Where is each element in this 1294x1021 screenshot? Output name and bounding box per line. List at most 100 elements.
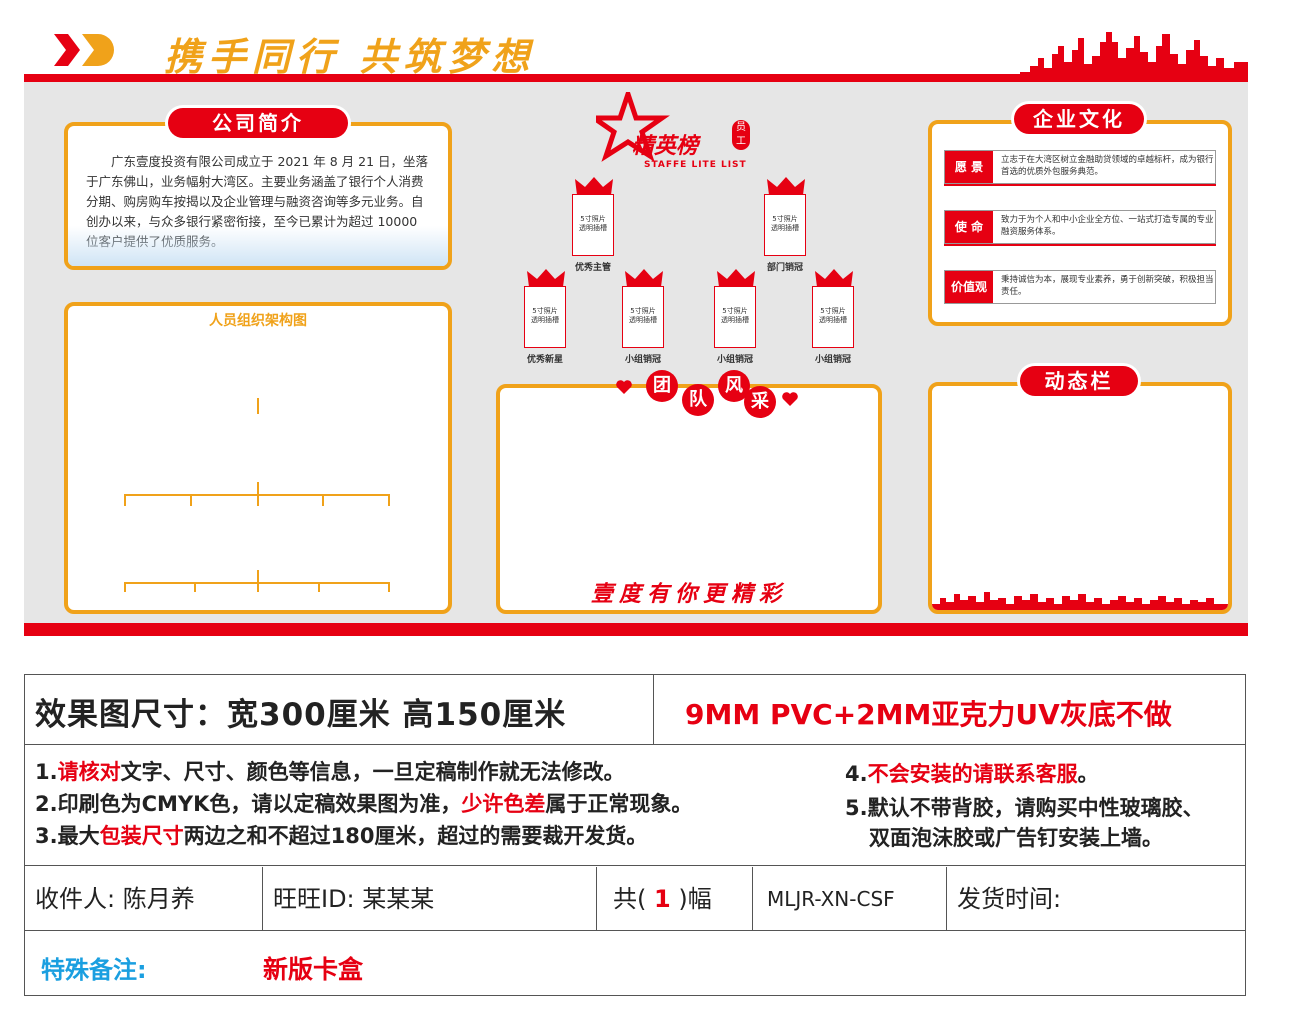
- culture-row-mission: 使 命 致力于为个人和中小企业全方位、一站式打造专属的专业融资服务体系。: [944, 210, 1216, 244]
- size-row: 效果图尺寸：宽300厘米 高150厘米 9MM PVC+2MM亚克力UV灰底不做: [25, 675, 1245, 745]
- org-line: [257, 398, 259, 414]
- note-5-cont: 双面泡沫胶或广告钉安装上墙。: [869, 826, 1163, 850]
- org-line: [124, 494, 126, 506]
- team-panel: 壹度有你更精彩: [496, 384, 882, 614]
- photo-placeholder-text: 5寸照片透明插槽: [579, 215, 607, 232]
- city-skyline-icon: [932, 592, 1228, 610]
- note-4: 4.不会安装的请联系客服。: [845, 758, 1099, 788]
- header-red-stripe: [24, 74, 1248, 82]
- elite-photo-caption: 小组销冠: [716, 355, 753, 365]
- heart-icon: [782, 392, 798, 406]
- culture-value: 秉持诚信为本，展现专业素养，勇于创新突破，积极担当责任。: [1001, 275, 1214, 297]
- company-intro-title: 公司简介: [168, 108, 348, 138]
- note-text: 1.: [35, 760, 58, 784]
- note-highlight: 不会安装的请联系客服: [867, 762, 1078, 786]
- photo-placeholder-text: 5寸照片透明插槽: [771, 215, 799, 232]
- elite-photo-slot: 5寸照片透明插槽: [714, 269, 756, 348]
- news-title: 动态栏: [1020, 366, 1138, 396]
- culture-key: 价值观: [945, 271, 993, 303]
- culture-panel: 愿 景 立志于在大湾区树立金融助贷领域的卓越标杆，成为银行首选的优质外包服务典范…: [928, 120, 1232, 326]
- elite-photo-slot: 5寸照片透明插槽: [812, 269, 854, 348]
- star-icon: [596, 92, 670, 162]
- remark-value: 新版卡盒: [263, 955, 364, 984]
- news-panel: [928, 382, 1232, 614]
- note-text: 2.印刷色为CMYK色，请以定稿效果图为准，: [35, 792, 462, 816]
- elite-photo-slot: 5寸照片透明插槽: [572, 177, 614, 256]
- heart-icon: [616, 380, 632, 394]
- footer-red-stripe: [24, 623, 1248, 636]
- count-prefix: 共(: [613, 885, 647, 913]
- wangwang-cell: 旺旺ID: 某某某: [263, 867, 597, 931]
- org-line: [190, 494, 192, 506]
- elite-list-badge: 员工: [732, 120, 750, 150]
- count-cell: 共( 1 )幅: [597, 867, 753, 931]
- crown-icon: [767, 177, 805, 195]
- receiver-cell: 收件人: 陈月养: [25, 867, 263, 931]
- elite-photo-slot: 5寸照片透明插槽: [764, 177, 806, 256]
- note-5: 5.默认不带背胶，请购买中性玻璃胶、: [845, 796, 1204, 820]
- org-line: [388, 582, 390, 592]
- org-line: [124, 582, 126, 592]
- note-text: 文字、尺寸、颜色等信息，一旦定稿制作就无法修改。: [120, 760, 625, 784]
- elite-photo-caption: 小组销冠: [624, 355, 661, 365]
- org-chart-title: 人员组织架构图: [209, 313, 307, 329]
- org-line: [257, 570, 259, 592]
- company-intro-panel: 广东壹度投资有限公司成立于 2021 年 8 月 21 日，坐落于广东佛山，业务…: [64, 122, 452, 270]
- note-highlight: 包装尺寸: [99, 824, 184, 848]
- crown-icon: [717, 269, 755, 287]
- org-chart-panel: 人员组织架构图: [64, 302, 452, 614]
- team-char: 风: [718, 370, 750, 402]
- note-highlight: 少许色差: [461, 792, 546, 816]
- photo-placeholder-text: 5寸照片透明插槽: [629, 307, 657, 324]
- team-title: 团 队 风 采: [616, 370, 806, 430]
- ship-time-cell: 发货时间:: [957, 885, 1062, 913]
- photo-placeholder-text: 5寸照片透明插槽: [531, 307, 559, 324]
- team-char: 队: [682, 384, 714, 416]
- elite-photo-caption: 优秀新星: [526, 355, 563, 365]
- culture-value: 立志于在大湾区树立金融助贷领域的卓越标杆，成为银行首选的优质外包服务典范。: [1001, 155, 1214, 177]
- note-3: 3.最大包装尺寸两边之和不超过180厘米，超过的需要裁开发货。: [35, 820, 647, 850]
- photo-placeholder-text: 5寸照片透明插槽: [819, 307, 847, 324]
- crown-icon: [625, 269, 663, 287]
- photo-placeholder-text: 5寸照片透明插槽: [721, 307, 749, 324]
- header-slogan: 携手同行 共筑梦想: [164, 35, 536, 79]
- size-text: 效果图尺寸：宽300厘米 高150厘米: [35, 697, 567, 733]
- remark-label: 特殊备注:: [41, 956, 147, 984]
- culture-divider: [944, 244, 1216, 246]
- design-board: 携手同行 共筑梦想 广东壹度投资有限公司成立于 2021 年 8 月 21 日，…: [24, 24, 1248, 636]
- team-char: 采: [744, 386, 776, 418]
- note-text: 4.: [845, 762, 868, 786]
- note-text: 属于正常现象。: [545, 792, 693, 816]
- culture-title: 企业文化: [1014, 104, 1144, 134]
- org-line: [322, 494, 324, 506]
- culture-key: 愿 景: [945, 151, 993, 183]
- order-info-table: 效果图尺寸：宽300厘米 高150厘米 9MM PVC+2MM亚克力UV灰底不做…: [24, 674, 1246, 996]
- org-line: [194, 582, 196, 592]
- crown-icon: [575, 177, 613, 195]
- org-line: [318, 582, 320, 592]
- culture-value: 致力于为个人和中小企业全方位、一站式打造专属的专业融资服务体系。: [1001, 215, 1214, 237]
- column-divider: [653, 675, 654, 745]
- elite-photo-caption: 优秀主管: [574, 263, 611, 273]
- city-skyline-icon: [1020, 32, 1248, 80]
- cloud-decoration: [68, 226, 448, 266]
- note-2: 2.印刷色为CMYK色，请以定稿效果图为准，少许色差属于正常现象。: [35, 788, 692, 818]
- note-text: 3.最大: [35, 824, 100, 848]
- culture-row-values: 价值观 秉持诚信为本，展现专业素养，勇于创新突破，积极担当责任。: [944, 270, 1216, 304]
- note-text: 。: [1077, 762, 1099, 786]
- count-suffix: )幅: [678, 885, 712, 913]
- elite-photo-slot: 5寸照片透明插槽: [622, 269, 664, 348]
- crown-icon: [527, 269, 565, 287]
- elite-list-title: 精英榜: [632, 133, 699, 159]
- shipping-row: 收件人: 陈月养 旺旺ID: 某某某 共( 1 )幅 MLJR-XN-CSF 发…: [25, 867, 1245, 931]
- culture-divider: [944, 184, 1216, 186]
- note-text: 两边之和不超过180厘米，超过的需要裁开发货。: [183, 824, 648, 848]
- team-slogan: 壹度有你更精彩: [590, 581, 787, 607]
- org-line: [257, 482, 259, 506]
- notes-row: 1.请核对文字、尺寸、颜色等信息，一旦定稿制作就无法修改。 2.印刷色为CMYK…: [25, 746, 1245, 866]
- culture-row-vision: 愿 景 立志于在大湾区树立金融助贷领域的卓越标杆，成为银行首选的优质外包服务典范…: [944, 150, 1216, 184]
- elite-list-subtitle: STAFFE LITE LIST: [644, 160, 747, 170]
- elite-photo-slot: 5寸照片透明插槽: [524, 269, 566, 348]
- team-char: 团: [646, 370, 678, 402]
